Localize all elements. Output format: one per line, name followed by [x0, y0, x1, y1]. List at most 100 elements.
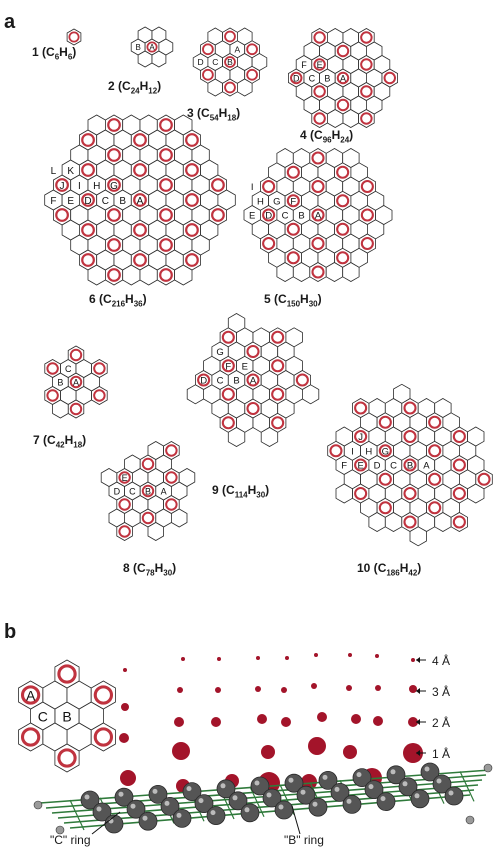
nics-dot [181, 657, 185, 661]
svg-text:I: I [251, 182, 254, 193]
panel-b-letter: b [4, 621, 17, 643]
carbon-atom [444, 786, 464, 806]
svg-text:H: H [365, 446, 372, 457]
svg-text:L: L [51, 166, 57, 177]
callout-line [91, 811, 121, 835]
nics-dot [281, 717, 291, 727]
svg-text:F: F [301, 60, 307, 70]
molecule-label: 8 (C78H30) [123, 561, 177, 578]
bond-line [69, 794, 471, 829]
nics-dot [285, 656, 289, 660]
svg-text:K: K [67, 166, 74, 177]
svg-text:J: J [60, 181, 65, 192]
nics-dot [120, 770, 136, 786]
svg-text:B: B [135, 43, 140, 52]
svg-text:E: E [242, 361, 248, 372]
svg-text:B: B [119, 196, 126, 207]
atom-highlight [356, 772, 362, 778]
molecule-label: 6 (C216H36) [89, 292, 147, 309]
atom-highlight [322, 774, 328, 780]
svg-text:A: A [73, 377, 79, 387]
atom-highlight [312, 801, 318, 807]
svg-text:C: C [212, 57, 218, 67]
nics-dot [408, 717, 418, 727]
carbon-atom [172, 809, 192, 828]
nics-dot [256, 656, 260, 660]
carbon-atom [104, 814, 124, 834]
nics-dot [174, 717, 184, 727]
svg-text:A: A [235, 44, 241, 54]
svg-text:D: D [293, 73, 300, 83]
nics-dot [343, 745, 357, 759]
svg-text:E: E [249, 211, 255, 222]
bond-line [69, 799, 85, 831]
atom-highlight [84, 794, 90, 800]
bond-line [249, 786, 265, 818]
atom-highlight [210, 810, 216, 816]
molecule-label: 2 (C24H12) [108, 79, 162, 96]
carbon-atom [138, 811, 158, 831]
hydrogen-atom [483, 763, 493, 773]
atom-highlight [402, 781, 408, 787]
nics-dot [261, 745, 275, 759]
molecule-label: 3 (C54H18) [187, 106, 241, 123]
svg-text:G: G [216, 347, 223, 358]
molecule-label: 1 (C6H6) [32, 45, 77, 62]
nics-dot [348, 653, 352, 657]
carbon-atom [240, 803, 260, 823]
carbon-atom [274, 800, 294, 820]
svg-text:C: C [38, 708, 48, 724]
nics-dot [308, 737, 326, 755]
atom-highlight [424, 766, 430, 772]
atom-highlight [152, 788, 158, 794]
hydrogen-atom [465, 815, 475, 825]
carbon-atom [376, 792, 396, 811]
nics-dot [123, 668, 127, 672]
b-ring-callout: "B" ring [284, 833, 324, 847]
nics-dot [403, 743, 423, 763]
svg-text:F: F [341, 461, 347, 472]
panel-a-letter: a [4, 11, 16, 33]
atom-highlight [96, 806, 102, 812]
callout-line [291, 805, 301, 835]
nics-dot [411, 658, 415, 662]
svg-text:C: C [65, 364, 72, 374]
svg-text:F: F [290, 196, 296, 207]
svg-text:D: D [84, 196, 91, 207]
svg-text:G: G [110, 181, 118, 192]
scale-arrowhead [416, 657, 420, 663]
molecule-label: 9 (C114H30) [212, 483, 270, 500]
svg-text:E: E [357, 461, 363, 472]
atom-highlight [448, 790, 454, 796]
hydrogen-atom [33, 800, 43, 810]
bond-line [459, 771, 475, 802]
scale-label-4: 4 Å [432, 654, 451, 668]
atom-highlight [244, 807, 250, 813]
nics-dot [177, 687, 183, 693]
nics-dot [375, 685, 381, 691]
svg-text:B: B [57, 377, 63, 387]
svg-text:H: H [257, 196, 264, 207]
svg-text:H: H [93, 181, 100, 192]
scale-label-3: 3 Å [432, 685, 451, 699]
atom-highlight [390, 769, 396, 775]
svg-text:A: A [340, 73, 346, 83]
svg-text:E: E [122, 473, 128, 483]
nics-dot [211, 717, 221, 727]
atom-highlight [436, 778, 442, 784]
atom-highlight [220, 783, 226, 789]
svg-text:D: D [374, 461, 381, 472]
atom-highlight [288, 777, 294, 783]
svg-text:B: B [62, 708, 71, 724]
svg-text:E: E [67, 196, 74, 207]
atom-highlight [142, 815, 148, 821]
nics-dot [215, 687, 221, 693]
svg-text:A: A [137, 196, 144, 207]
atom-highlight [254, 780, 260, 786]
atom-highlight [186, 786, 192, 792]
svg-text:C: C [282, 211, 289, 222]
svg-text:C: C [217, 376, 224, 387]
nics-dot [257, 714, 267, 724]
